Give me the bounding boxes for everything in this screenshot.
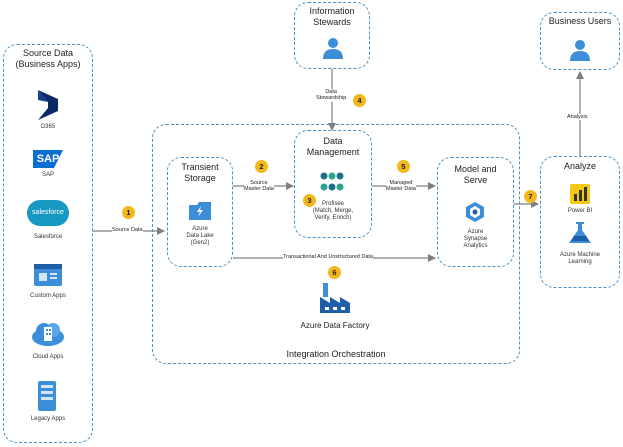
- profisee-icon: [320, 172, 344, 191]
- step-badge-1: 1: [122, 206, 135, 219]
- app-label-sap: SAP: [41, 172, 54, 178]
- model-serve-title: Model and Serve: [454, 164, 497, 185]
- synapse-label: Azure Synapse Analytics: [463, 229, 488, 250]
- data-management-group: [294, 130, 372, 238]
- analyze-title: Analyze: [563, 161, 597, 171]
- synapse-analytics-icon: [466, 202, 484, 222]
- integration-orchestration-group: [152, 124, 520, 364]
- azure-ml-label: Azure Machine Learning: [559, 252, 601, 266]
- legacy-apps-server-icon: [38, 381, 56, 411]
- edge-label-source-master: Source Master Data: [244, 180, 274, 193]
- edge-label-managed-master: Managed Master Data: [386, 180, 416, 193]
- step-badge-6: 6: [328, 266, 341, 279]
- app-label-legacy: Legacy Apps: [30, 416, 66, 422]
- app-label-custom: Custom Apps: [30, 293, 66, 299]
- step-badge-4: 4: [353, 94, 366, 107]
- information-stewards-group: [294, 2, 370, 69]
- business-users-group: [540, 12, 620, 70]
- cloud-apps-icon: [32, 323, 64, 346]
- user-icon: [570, 40, 590, 61]
- azure-data-lake-label: Azure Data Lake (Gen2): [186, 226, 214, 247]
- data-lake-folder-icon: [189, 202, 211, 220]
- data-management-title: Data Management: [306, 136, 360, 157]
- step-badge-5: 5: [397, 160, 410, 173]
- data-factory-label: Azure Data Factory: [300, 321, 370, 330]
- edge-label-stewardship: Data Stewardship: [316, 89, 347, 102]
- analyze-group: [540, 156, 620, 288]
- edge-label-source-data: Source Data: [112, 227, 143, 234]
- source-data-title: Source Data (Business Apps): [15, 48, 81, 69]
- azure-ml-flask-icon: [569, 222, 591, 243]
- custom-apps-icon: [34, 264, 62, 286]
- d365-icon: [38, 90, 58, 120]
- salesforce-cloud-icon: salesforce: [27, 200, 69, 226]
- profisee-label: Profisee (Match, Merge, Verify, Enrich): [312, 201, 354, 222]
- step-badge-3: 3: [303, 194, 316, 207]
- step-badge-2: 2: [255, 160, 268, 173]
- edge-label-transactional: Transactional And Unstructured Data: [283, 254, 373, 261]
- transient-storage-group: [167, 157, 233, 267]
- data-factory-icon: [320, 283, 350, 313]
- power-bi-icon: [570, 184, 590, 204]
- edge-label-analysis: Analysis: [567, 114, 588, 121]
- user-icon: [323, 38, 343, 59]
- stewards-title: Information Stewards: [309, 6, 355, 27]
- business-users-title: Business Users: [548, 16, 612, 26]
- app-label-cloud: Cloud Apps: [32, 354, 64, 360]
- model-and-serve-group: [437, 157, 514, 267]
- integration-title: Integration Orchestration: [286, 349, 386, 359]
- transient-storage-title: Transient Storage: [181, 162, 219, 183]
- sap-logo-icon: SAP: [33, 150, 63, 168]
- app-label-salesforce: Salesforce: [33, 234, 63, 240]
- step-badge-7: 7: [524, 190, 537, 203]
- source-data-group: [3, 44, 93, 443]
- power-bi-label: Power BI: [567, 208, 593, 214]
- app-label-d365: D365: [40, 124, 56, 130]
